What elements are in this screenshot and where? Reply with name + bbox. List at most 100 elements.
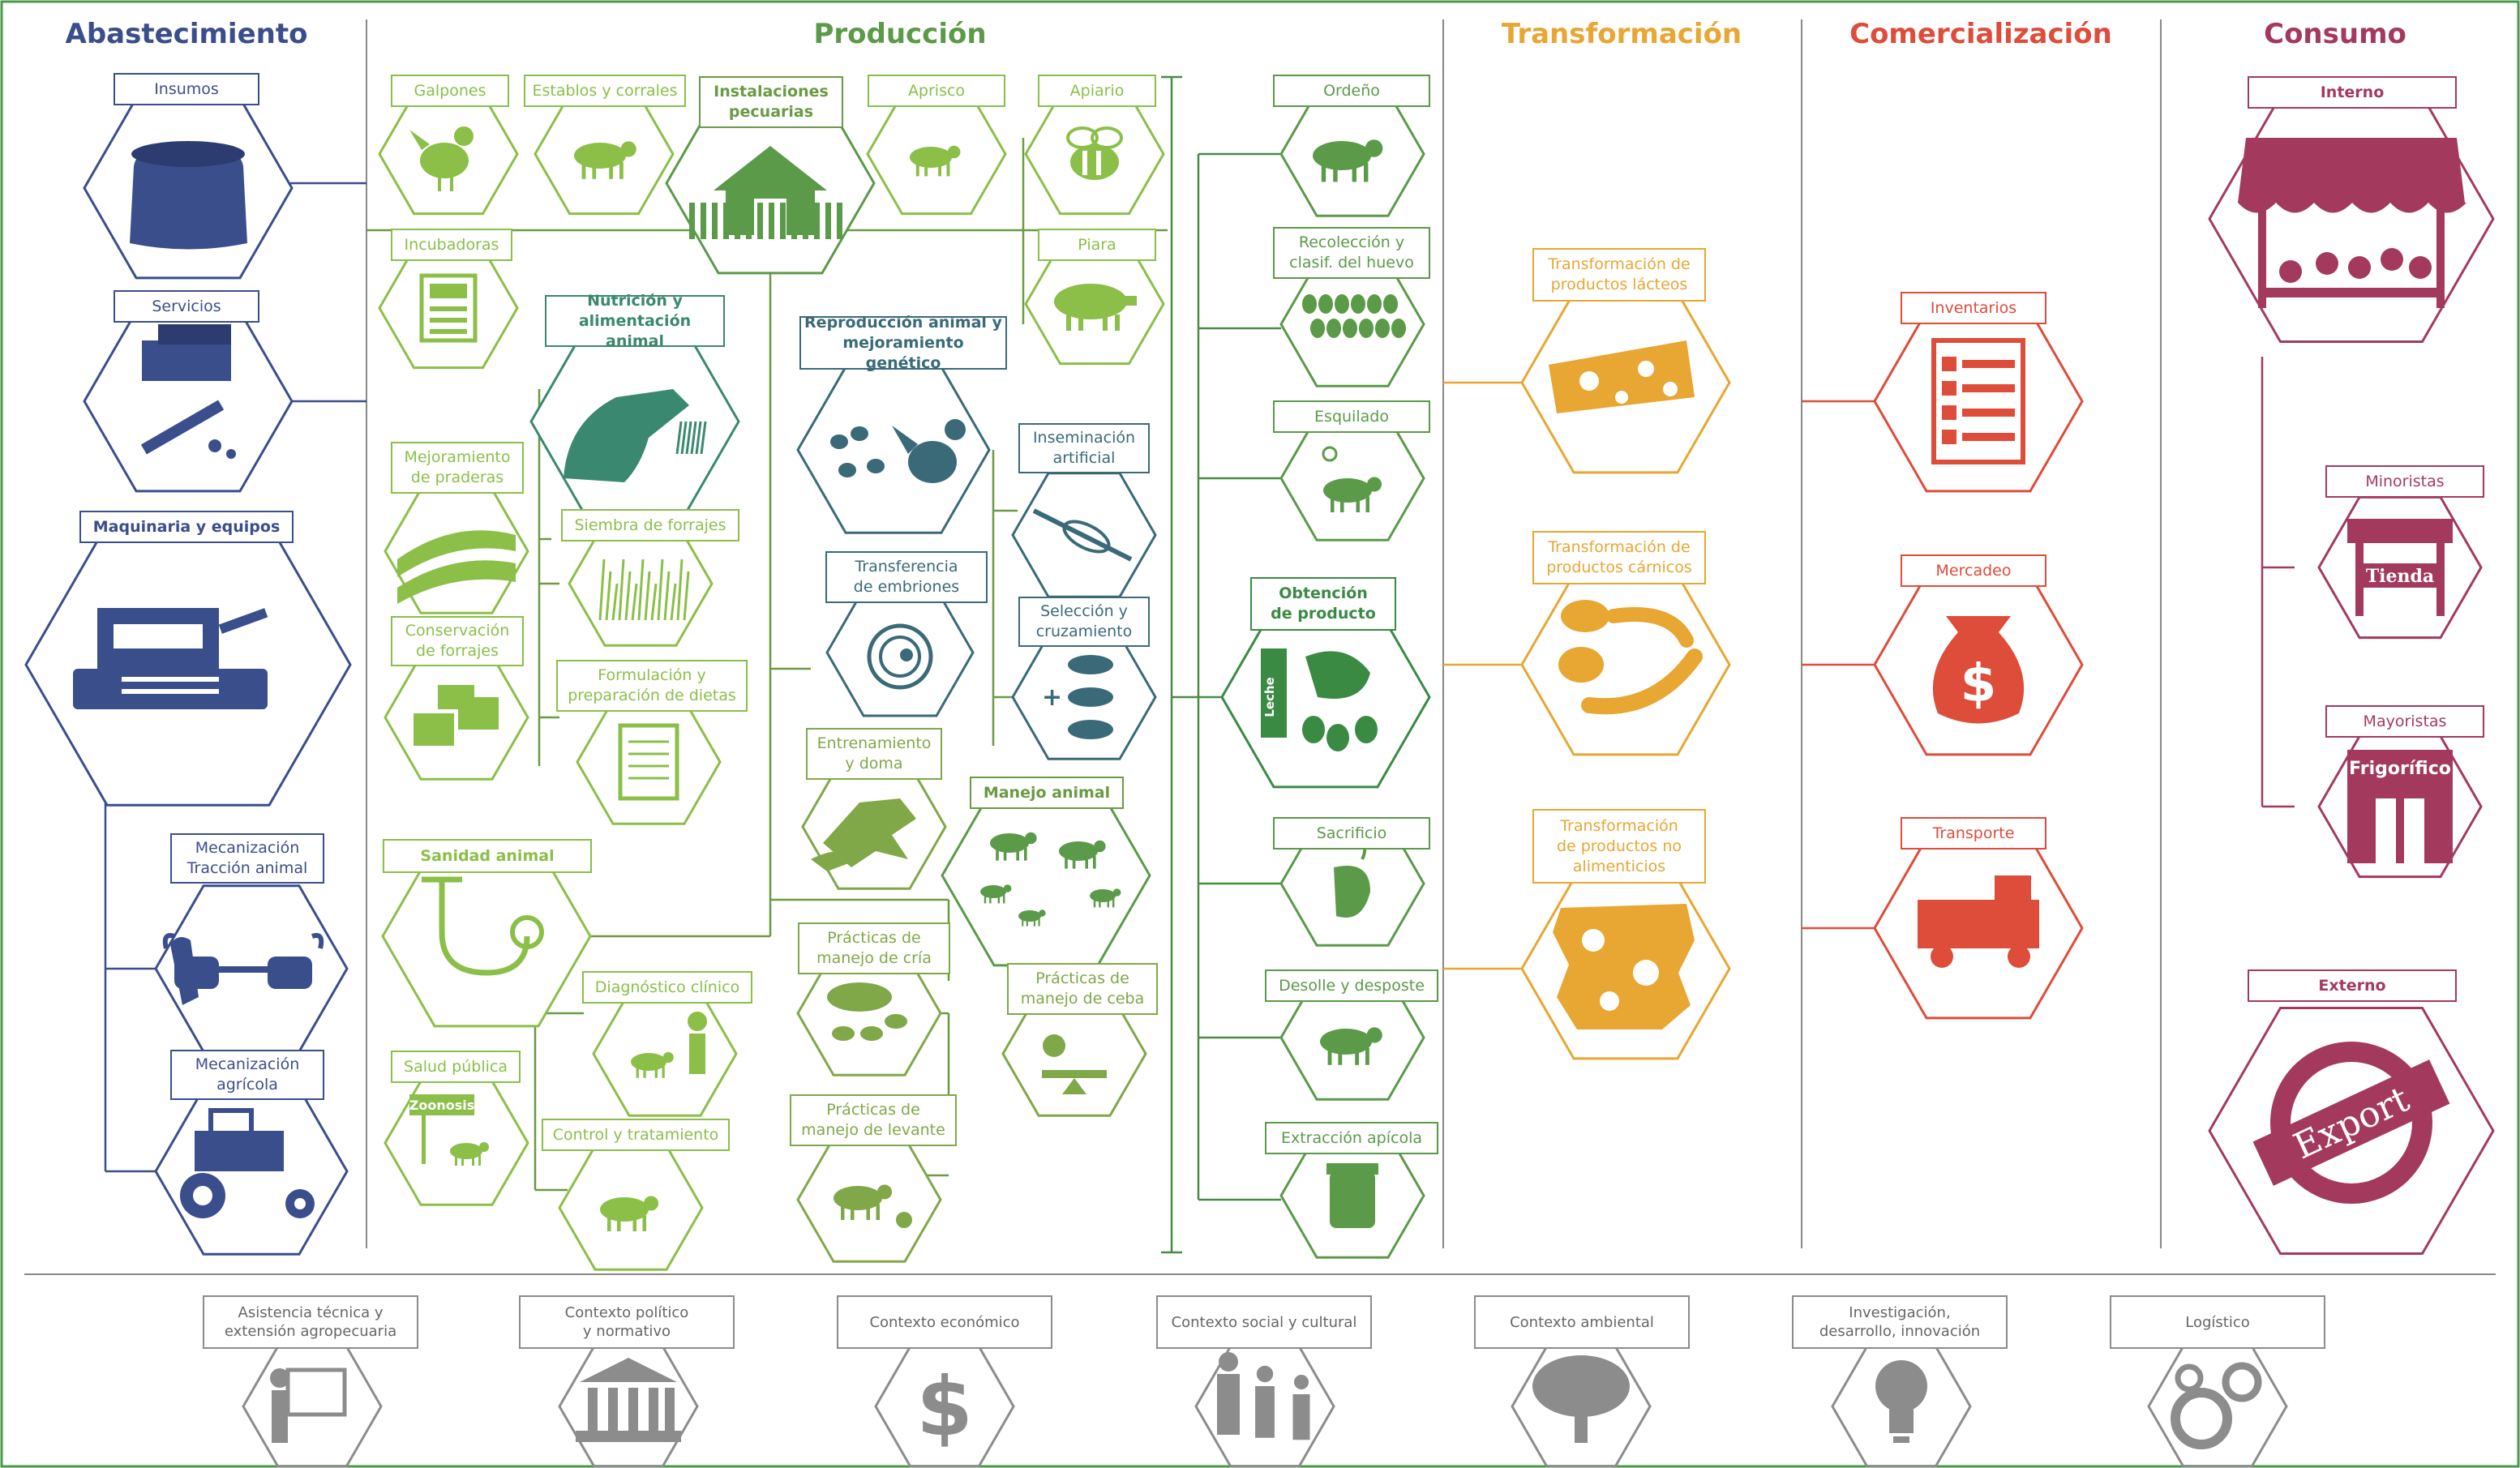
sanidad-hexagon	[381, 845, 592, 1028]
label-siembra-forrajes: Siembra de forrajes	[561, 509, 739, 541]
label-esquilado: Esquilado	[1273, 400, 1430, 433]
syringe-icon	[1032, 508, 1133, 562]
embryo-icon	[867, 623, 933, 690]
label-aprisco: Aprisco	[868, 75, 1005, 107]
zoonosis-dog-icon: Zoonosis	[409, 1094, 489, 1166]
connectors	[104, 75, 2295, 1254]
label-sacrificio: Sacrificio	[1273, 817, 1430, 850]
conservacion-hexagon	[384, 654, 529, 781]
gears-icon	[2171, 1362, 2262, 1449]
livestock-group-icon	[980, 832, 1121, 927]
section-title-produccion: Producción	[813, 18, 987, 50]
hen-icon	[409, 126, 474, 191]
label-mercadeo: Mercadeo	[1901, 554, 2046, 587]
svg-text:Frigorífico: Frigorífico	[2349, 759, 2451, 779]
label-practicas-cria: Prácticas de manejo de cría	[798, 922, 950, 974]
label-economico: Contexto económico	[837, 1295, 1052, 1349]
label-mec-agricola: Mecanización agrícola	[170, 1050, 324, 1100]
label-transferencia: Transferencia de embriones	[825, 551, 988, 603]
transferencia-hexagon	[825, 588, 975, 717]
government-building-icon	[576, 1358, 681, 1442]
label-insumos: Insumos	[114, 73, 259, 105]
pig-icon	[1054, 284, 1137, 331]
label-mejoramiento-praderas: Mejoramiento de praderas	[391, 442, 524, 494]
truck-icon	[1918, 875, 2039, 968]
label-mec-traccion: Mecanización Tracción animal	[170, 833, 324, 884]
context-0-hexagon	[242, 1345, 383, 1468]
column-separators	[24, 19, 2496, 1275]
label-carnicos: Transformación de productos cárnicos	[1532, 531, 1706, 584]
interno-hexagon	[2208, 94, 2495, 344]
label-maquinaria: Maquinaria y equipos	[79, 511, 294, 543]
ham-sausage-icon	[1558, 600, 1703, 715]
label-desolle: Desolle y desposte	[1265, 969, 1438, 1002]
label-formulacion: Formulación y preparación de dietas	[556, 660, 748, 712]
horse-eating-icon	[564, 389, 707, 482]
label-galpones: Galpones	[391, 75, 509, 107]
market-stall-icon	[2238, 138, 2466, 308]
label-no-alimenticios: Transformación de productos no alimentic…	[1532, 809, 1706, 884]
hay-bales-syringe-icon	[140, 324, 236, 459]
svg-text:Leche: Leche	[1262, 677, 1277, 717]
scale-icon	[1042, 1034, 1107, 1094]
svg-text:+: +	[1042, 683, 1062, 712]
fields-icon	[397, 530, 516, 604]
milk-meat-eggs-icon: Leche	[1261, 648, 1378, 751]
label-conservacion: Conservación de forrajes	[391, 616, 524, 666]
section-title-consumo: Consumo	[2264, 18, 2406, 50]
label-nutricion: Nutrición y alimentación animal	[545, 292, 725, 350]
goat-icon	[910, 145, 961, 177]
horse-jump-icon	[811, 798, 916, 871]
vet-goat-icon	[631, 1012, 707, 1078]
clipboard-icon	[618, 723, 679, 801]
label-piara: Piara	[1038, 229, 1156, 261]
label-diagnostico: Diagnóstico clínico	[582, 971, 752, 1004]
barn-icon	[689, 146, 842, 239]
sow-piglets-icon	[827, 982, 907, 1041]
label-lacteos: Transformación de productos lácteos	[1532, 248, 1706, 302]
cow-control-icon	[600, 1196, 658, 1231]
reproduccion-hexagon	[796, 366, 991, 534]
bee-icon	[1066, 126, 1123, 180]
label-instalaciones: Instalaciones pecuarias	[699, 76, 843, 128]
cow-icon	[574, 141, 636, 179]
tree-icon	[1532, 1355, 1630, 1443]
label-entrenamiento: Entrenamiento y doma	[806, 728, 942, 780]
sack-icon	[130, 141, 247, 250]
sheep-cuts-icon	[1320, 1027, 1382, 1065]
label-politico: Contexto político y normativo	[519, 1295, 735, 1349]
label-extraccion: Extracción apícola	[1265, 1122, 1438, 1154]
bales-icon	[414, 685, 499, 746]
context-6-hexagon	[2147, 1345, 2288, 1468]
incubator-icon	[419, 273, 478, 343]
label-control: Control y tratamiento	[542, 1119, 730, 1151]
inventory-list-icon	[1931, 338, 2025, 464]
honey-jar-icon	[1326, 1163, 1378, 1228]
svg-text:Tienda: Tienda	[2366, 566, 2434, 587]
label-servicios: Servicios	[114, 290, 259, 323]
formulacion-hexagon	[576, 699, 722, 825]
stethoscope-icon	[422, 876, 544, 976]
label-asistencia: Asistencia técnica y extensión agropecua…	[203, 1295, 418, 1349]
esquilado-hexagon	[1279, 415, 1425, 541]
label-salud-publica: Salud pública	[391, 1051, 521, 1083]
section-title-transformacion: Transformación	[1501, 18, 1742, 50]
label-apiario: Apiario	[1038, 75, 1156, 107]
label-logistico: Logístico	[2110, 1295, 2325, 1349]
dollar-sign-icon: $	[916, 1359, 973, 1454]
label-seleccion: Selección y cruzamiento	[1018, 597, 1150, 647]
export-stamp-icon: Export	[2252, 1042, 2450, 1204]
section-title-abastecimiento: Abastecimiento	[65, 18, 308, 50]
label-inventarios: Inventarios	[1901, 292, 2046, 324]
manejo-animal-hexagon	[941, 784, 1151, 967]
people-icon	[1217, 1352, 1310, 1440]
presenter-icon	[270, 1367, 347, 1443]
label-mayoristas: Mayoristas	[2325, 705, 2484, 738]
sheep-icon	[1322, 446, 1382, 512]
oxen-icon	[162, 933, 324, 1005]
hide-icon	[1553, 904, 1695, 1029]
label-obtencion: Obtención de producto	[1250, 577, 1396, 631]
label-practicas-levante: Prácticas de manejo de levante	[790, 1094, 957, 1146]
cheese-icon	[1549, 340, 1695, 413]
